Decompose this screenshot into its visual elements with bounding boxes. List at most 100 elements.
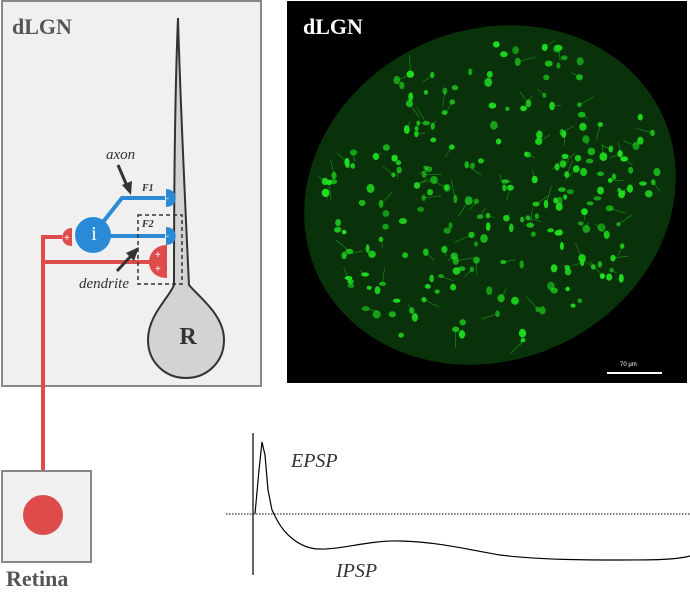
scale-bar-label: 70 μm (620, 362, 637, 368)
fluorescent-neurite (509, 339, 524, 354)
fluorescent-neurite (416, 179, 435, 184)
fluorescent-neurite (575, 242, 583, 259)
fluorescent-neurite (601, 145, 611, 150)
f2-terminal-label: F2 (142, 219, 154, 230)
fluorescent-cell (459, 319, 466, 326)
fluorescent-neurite (596, 124, 601, 140)
dendrite-pointer-arrow (115, 247, 139, 273)
fluorescent-cell (579, 122, 587, 131)
fluorescent-neurite (382, 268, 385, 284)
fluorescent-cell (560, 55, 568, 61)
fluorescent-neurite (589, 260, 603, 277)
fluorescent-neurite (481, 313, 498, 320)
fluorescent-neurite (563, 133, 566, 146)
fluorescent-cell (451, 85, 459, 91)
fluorescent-cell (597, 171, 604, 177)
fluorescent-cell (423, 89, 429, 95)
fluorescent-cell (558, 187, 566, 193)
fluorescent-neurite (579, 96, 594, 106)
fluorescent-neurite (406, 120, 411, 130)
fluorescent-neurite (447, 255, 455, 261)
fluorescent-neurite (527, 217, 542, 223)
fluorescent-cell (443, 227, 451, 234)
fluorescent-cell (388, 311, 396, 318)
fluorescent-cell (345, 163, 350, 168)
fluorescent-neurite (416, 132, 426, 135)
fluorescent-cell (628, 166, 634, 174)
retinal-terminal-on-interneuron: + (62, 228, 72, 246)
fluorescent-cell (477, 158, 484, 164)
fluorescent-neurite (581, 114, 589, 119)
axon-label: axon (106, 147, 136, 163)
interneuron-axon-f1: - (101, 189, 176, 224)
fluorescent-cell (520, 216, 525, 223)
svg-text:-: - (166, 231, 169, 241)
fluorescent-neurite (653, 181, 661, 192)
fluorescent-cell (637, 113, 643, 121)
fluorescent-cell (645, 190, 653, 198)
fluorescent-cell (382, 223, 389, 230)
fluorescent-cell (500, 51, 508, 58)
fluorescent-neurite (325, 192, 329, 200)
fluorescent-neurite (444, 146, 453, 157)
fluorescent-neurite (469, 201, 477, 211)
fluorescent-neurite (531, 170, 536, 180)
fluorescent-neurite (612, 255, 629, 259)
fluorescent-neurite (623, 140, 637, 147)
fluorescent-neurite (487, 215, 495, 219)
fluorescent-cell (372, 310, 381, 319)
fluorescent-neurite (353, 152, 355, 162)
fluorescent-cell (399, 218, 407, 225)
fluorescent-neurite (464, 269, 473, 278)
fluorescent-cell (550, 264, 558, 273)
fluorescent-cell (563, 194, 568, 200)
fluorescent-cell (495, 310, 500, 318)
fluorescent-cell (484, 77, 493, 87)
fluorescent-cell (366, 183, 375, 193)
svg-text:+: + (155, 250, 161, 261)
fluorescent-cell (429, 274, 434, 283)
fluorescent-cell (486, 71, 493, 78)
fluorescent-cell (525, 215, 531, 221)
fluorescent-neurite (517, 56, 536, 63)
fluorescent-cell (368, 250, 376, 258)
fluorescent-cell (530, 231, 536, 237)
fluorescent-cell (524, 151, 529, 157)
relay-cell-body (146, 17, 226, 380)
fluorescent-neurite (336, 152, 348, 163)
fluorescent-neurite (422, 74, 433, 83)
fluorescent-cell (554, 230, 562, 236)
fluorescent-cell (553, 44, 562, 53)
fluorescent-neurite (432, 120, 437, 127)
fluorescent-cell (611, 173, 617, 180)
fluorescent-neurite (359, 270, 366, 275)
fluorescent-neurite (409, 54, 411, 75)
fluorescent-neurite (416, 106, 427, 124)
svg-text:-: - (166, 193, 169, 203)
fluorescent-neurite (450, 179, 456, 200)
fluorescent-neurite (505, 187, 511, 201)
fluorescent-neurite (380, 192, 393, 205)
fluorescent-cell (366, 285, 372, 290)
fluorescent-cell (505, 106, 510, 112)
fluorescent-cell (414, 130, 419, 138)
fluorescent-cell (416, 120, 421, 126)
fluorescent-cell (511, 296, 519, 305)
fluorescent-cell (488, 102, 497, 109)
fluorescent-cell (555, 202, 563, 211)
fluorescent-neurite (609, 207, 626, 214)
fluorescent-neurite (635, 127, 653, 134)
fluorescent-cell (593, 196, 602, 201)
fluorescent-cell (553, 197, 559, 204)
fluorescent-cell (509, 223, 514, 233)
fluorescent-neurite (556, 161, 570, 168)
retinal-terminal-on-relay-cell: + + (148, 245, 167, 278)
fluorescent-cell (565, 286, 570, 292)
fluorescent-cell (597, 223, 606, 232)
fluorescent-neurite (380, 239, 384, 249)
fluorescent-cell (485, 222, 491, 231)
fluorescent-neurite (335, 239, 350, 252)
fluorescent-cell (556, 62, 561, 69)
fluorescent-cell (372, 152, 380, 161)
fluorescent-cell (490, 120, 498, 130)
